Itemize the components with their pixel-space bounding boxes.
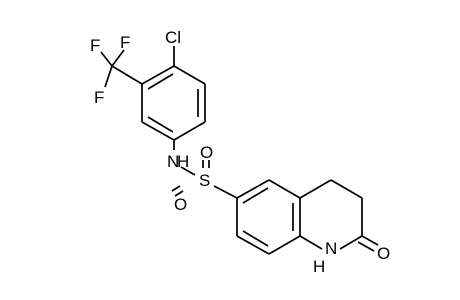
bond-a1-a2	[173, 65, 206, 85]
lactam-nitrogen-label: N	[325, 239, 337, 258]
fluorine-label-bottom: F	[94, 88, 104, 107]
bond-a6-a1	[141, 65, 175, 85]
sulfur-label: S	[199, 171, 210, 190]
sulfonyl-oxygen-top-label: O	[200, 143, 213, 162]
bond-s-o-bottom-2	[174, 190, 184, 197]
bond-n-s	[180, 166, 196, 176]
bond-cf3-f-top-left	[100, 51, 113, 67]
bond-n1-b4	[299, 235, 323, 250]
bond-s-b1	[213, 185, 238, 199]
lactam-hydrogen-label: H	[313, 257, 325, 276]
sulfonamide-hydrogen-label: H	[177, 152, 189, 171]
bond-c2-o-2	[357, 241, 375, 252]
bond-a4-a5-inner	[147, 116, 174, 133]
bond-s-o-bottom-1	[171, 185, 181, 192]
bond-b5-b6	[236, 235, 270, 255]
sulfonamide-nitrogen-label: N	[167, 152, 179, 171]
carbonyl-oxygen-label: O	[377, 244, 390, 263]
bond-c4-c3	[330, 179, 363, 199]
bond-b4-b5	[268, 235, 301, 255]
bond-a6-cf3	[111, 65, 143, 85]
bond-c2-n1	[339, 235, 363, 250]
fluorine-label-top-left: F	[90, 36, 100, 55]
bond-cf3-f-top-right	[111, 49, 125, 67]
atom-labels: Cl F F F N H S O O N H O	[90, 28, 390, 276]
bond-cf3-f-bottom	[104, 65, 113, 88]
fluorine-label-top-right: F	[120, 33, 130, 52]
bond-b2-b3	[268, 179, 301, 199]
bond-b5-b6-inner	[242, 230, 269, 247]
bond-c2-o-1	[361, 235, 379, 246]
bond-b1-b2	[236, 179, 270, 199]
bond-a6-a1-inner	[147, 73, 174, 90]
bond-b1-b2-inner	[242, 187, 269, 204]
bond-a4-a5	[141, 121, 175, 141]
chlorine-label: Cl	[165, 28, 181, 47]
sulfonyl-oxygen-bottom-label: O	[174, 195, 187, 214]
bond-b3-c4	[299, 179, 332, 199]
bond-lines	[100, 46, 379, 255]
bond-a3-a4	[173, 121, 206, 141]
